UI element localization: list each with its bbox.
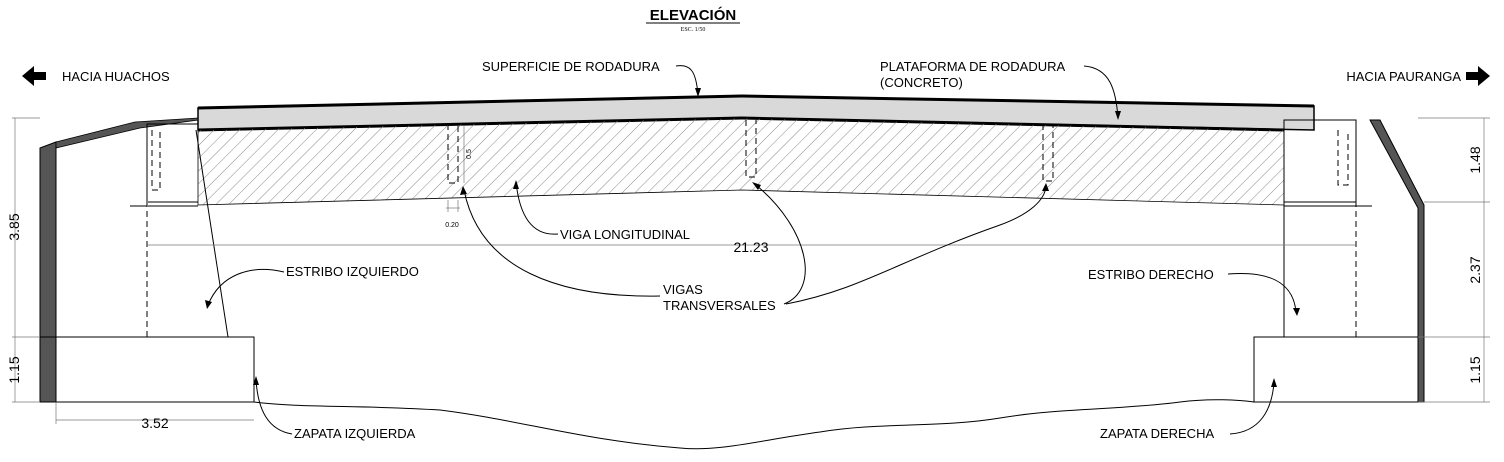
dim-right-footing: 1.15 <box>1467 356 1483 383</box>
dim-right-middle: 2.37 <box>1467 256 1483 283</box>
dim-footing-width: 3.52 <box>141 415 168 431</box>
arrow-left-icon <box>22 66 46 86</box>
beam-width-dim: 0.20 <box>445 222 459 229</box>
direction-right: HACIA PAURANGA <box>1346 69 1461 84</box>
ground-line <box>253 399 1255 450</box>
dim-right-top: 1.48 <box>1467 146 1483 173</box>
beam-depth-dim: 0.5 <box>466 149 473 159</box>
label-zapata-der: ZAPATA DERECHA <box>1100 426 1214 441</box>
label-estribo-izq: ESTRIBO IZQUIERDO <box>286 264 419 279</box>
arrow-right-icon <box>1466 66 1490 86</box>
drawing-title: ELEVACIÓN <box>650 6 736 24</box>
label-plataforma-2: (CONCRETO) <box>880 75 963 90</box>
drawing-scale: ESC. 1/50 <box>681 27 706 33</box>
left-abutment <box>39 117 255 403</box>
label-superficie: SUPERFICIE DE RODADURA <box>482 59 660 74</box>
label-vigas-2: TRANSVERSALES <box>663 298 776 313</box>
dim-left-footing: 1.15 <box>6 356 22 383</box>
right-abutment <box>1253 119 1425 403</box>
label-vigas-1: VIGAS <box>663 282 703 297</box>
label-zapata-izq: ZAPATA IZQUIERDA <box>294 426 416 441</box>
label-plataforma-1: PLATAFORMA DE RODADURA <box>880 59 1065 74</box>
left-dimensions <box>12 117 40 403</box>
right-dimensions <box>1418 117 1490 403</box>
label-estribo-der: ESTRIBO DERECHO <box>1088 267 1214 282</box>
longitudinal-beam <box>197 117 1285 206</box>
direction-left: HACIA HUACHOS <box>62 69 170 84</box>
dim-left-total: 3.85 <box>6 213 22 240</box>
transverse-beams <box>447 120 1054 184</box>
label-viga-longitudinal: VIGA LONGITUDINAL <box>560 227 690 242</box>
dim-span: 21.23 <box>733 239 768 255</box>
